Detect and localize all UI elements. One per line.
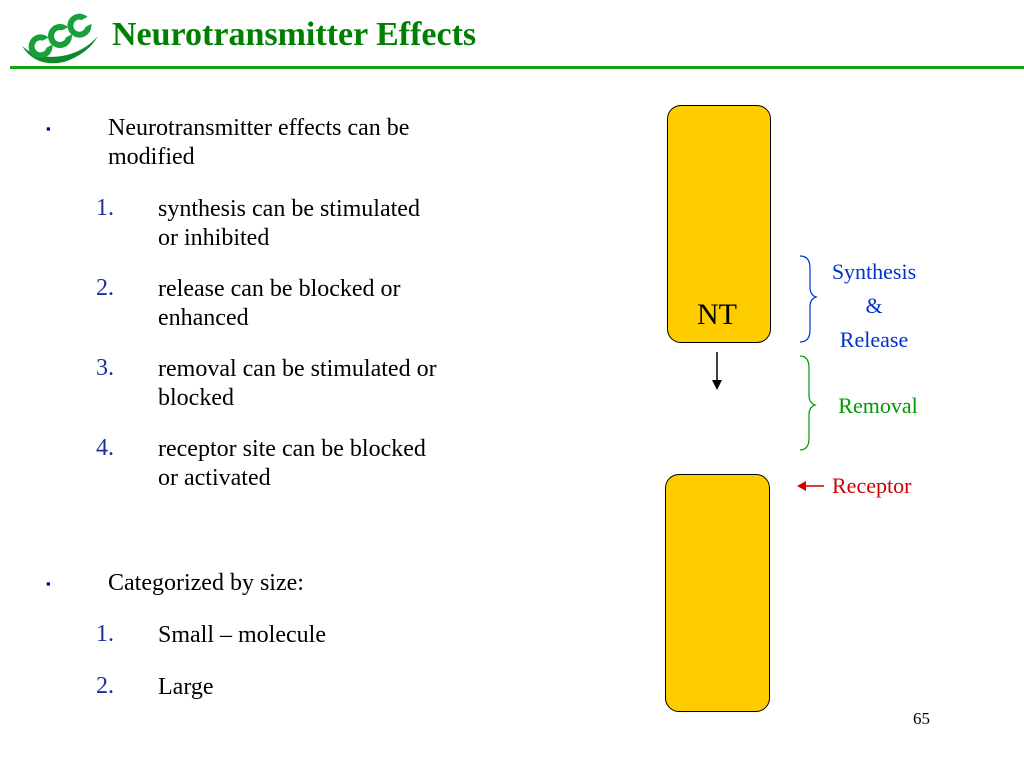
list-item: synthesis can be stimulated or inhibited bbox=[158, 195, 420, 253]
page-number: 65 bbox=[913, 709, 930, 728]
removal-label: Removal bbox=[838, 393, 918, 418]
bullet-marker: ▪ bbox=[46, 576, 51, 591]
postsynaptic-neuron-box bbox=[665, 474, 770, 712]
synthesis-label-line2: & bbox=[865, 293, 883, 318]
title-divider bbox=[10, 66, 1024, 69]
down-arrow-icon bbox=[712, 380, 722, 390]
receptor-label: Receptor bbox=[832, 473, 912, 498]
list-item-number: 3. bbox=[96, 355, 114, 381]
list-item: Small – molecule bbox=[158, 622, 326, 648]
removal-brace bbox=[799, 355, 817, 451]
bullet-text: Categorized by size: bbox=[108, 570, 304, 596]
synthesis-label-line1: Synthesis bbox=[831, 259, 917, 284]
list-item-line1: synthesis can be stimulated bbox=[158, 196, 420, 222]
ecc-logo bbox=[18, 6, 102, 66]
list-item: removal can be stimulated or blocked bbox=[158, 355, 437, 413]
list-item: release can be blocked or enhanced bbox=[158, 275, 401, 333]
bullet-text-line2: modified bbox=[108, 144, 195, 170]
list-item: receptor site can be blocked or activate… bbox=[158, 435, 426, 493]
left-arrow-icon bbox=[797, 481, 806, 491]
list-item-line1: removal can be stimulated or bbox=[158, 356, 437, 382]
nt-label: NT bbox=[697, 298, 737, 331]
presynaptic-neuron-box bbox=[667, 105, 771, 343]
synthesis-label-line3: Release bbox=[839, 327, 909, 352]
list-item-number: 1. bbox=[96, 195, 114, 221]
slide-title: Neurotransmitter Effects bbox=[112, 16, 477, 53]
bullet-text-line1: Neurotransmitter effects can be bbox=[108, 115, 410, 141]
list-item: Large bbox=[158, 674, 214, 700]
list-item-number: 4. bbox=[96, 435, 114, 461]
list-item-line1: receptor site can be blocked bbox=[158, 436, 426, 462]
list-item-line2: or activated bbox=[158, 465, 271, 491]
list-item-number: 2. bbox=[96, 275, 114, 301]
bullet-marker: ▪ bbox=[46, 121, 51, 136]
synthesis-brace bbox=[799, 255, 818, 343]
list-item-number: 1. bbox=[96, 621, 114, 647]
synthesis-release-label: Synthesis & Release bbox=[818, 255, 930, 357]
list-item-line2: or inhibited bbox=[158, 225, 270, 251]
bullet-text: Neurotransmitter effects can be modified bbox=[108, 114, 409, 172]
list-item-line2: enhanced bbox=[158, 305, 249, 331]
list-item-line1: release can be blocked or bbox=[158, 276, 401, 302]
list-item-number: 2. bbox=[96, 673, 114, 699]
list-item-line2: blocked bbox=[158, 385, 234, 411]
